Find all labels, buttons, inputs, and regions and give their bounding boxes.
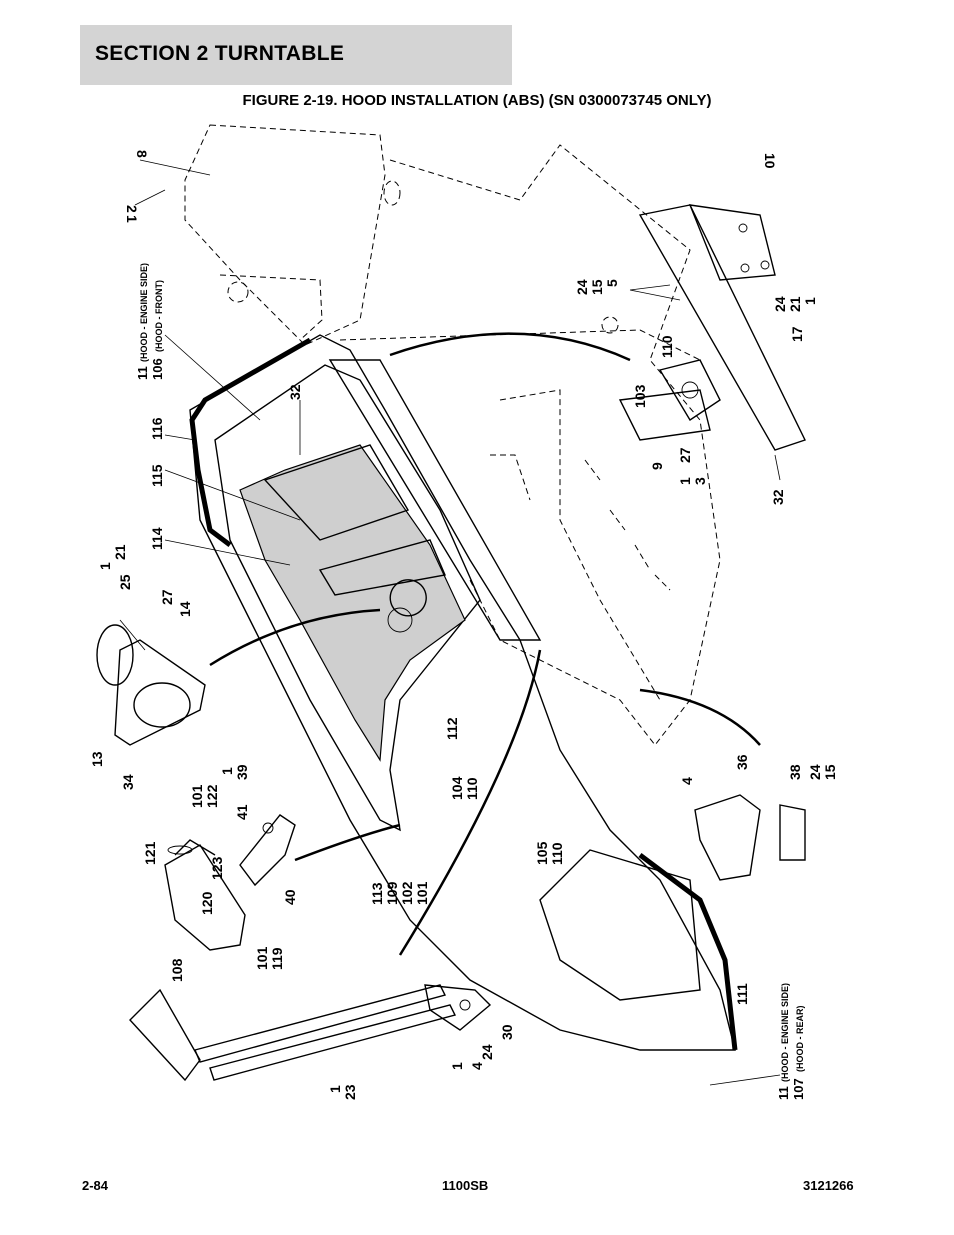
- latch-assembly: [164, 814, 296, 951]
- callout-21: 21: [112, 544, 128, 560]
- callout-111: 111: [734, 983, 750, 1005]
- callout-101: 101: [254, 946, 270, 970]
- callout-8: 8: [134, 150, 150, 158]
- callout-34: 34: [120, 774, 136, 790]
- hood-body: [189, 334, 738, 1051]
- callout-1: 1: [124, 215, 140, 223]
- callout-11-rear: 11: [776, 1086, 791, 1100]
- callout-10: 10: [762, 153, 778, 169]
- section-header: SECTION 2 TURNTABLE: [80, 25, 512, 85]
- callout-106-note: (HOOD - FRONT): [154, 280, 164, 352]
- callout-17: 17: [789, 326, 805, 342]
- motion-arrows: [209, 332, 761, 956]
- callout-106: 106: [150, 358, 165, 380]
- callout-110: 110: [659, 335, 675, 358]
- callout-21: 21: [787, 296, 803, 312]
- turntable-frame: [184, 124, 721, 746]
- callout-24: 24: [807, 764, 823, 780]
- callout-113: 113: [369, 882, 385, 905]
- footer-model: 1100SB: [442, 1178, 489, 1193]
- gas-struts: [129, 984, 492, 1082]
- callout-119: 119: [269, 947, 285, 970]
- callout-104: 104: [449, 776, 465, 800]
- footer-page-number: 2-84: [82, 1178, 109, 1193]
- callout-121: 121: [142, 841, 158, 865]
- callout-107: 107: [791, 1078, 806, 1100]
- footer-doc-number: 3121266: [803, 1178, 854, 1193]
- callout-116: 116: [149, 417, 165, 440]
- callout-5: 5: [604, 279, 620, 287]
- callout-107-note: (HOOD - REAR): [795, 1006, 805, 1073]
- callout-9: 9: [649, 462, 665, 470]
- callout-1: 1: [327, 1085, 343, 1093]
- callout-3: 3: [692, 477, 708, 485]
- callout-41: 41: [234, 804, 250, 820]
- callout-101: 101: [189, 784, 205, 808]
- bracket-36: [694, 794, 806, 881]
- callout-109: 109: [384, 881, 400, 905]
- callout-23: 23: [342, 1084, 358, 1100]
- callout-115: 115: [149, 464, 165, 487]
- callout-2: 2: [124, 205, 140, 213]
- callout-101: 101: [414, 881, 430, 905]
- callout-24: 24: [574, 279, 590, 295]
- callout-1: 1: [219, 767, 235, 775]
- callout-120: 120: [199, 891, 215, 915]
- callout-14: 14: [177, 601, 193, 617]
- callout-32: 32: [770, 489, 786, 505]
- callout-labels: 8 1 2 11 (HOOD - ENGINE SIDE) 106 (HOOD …: [89, 150, 838, 1100]
- callout-1: 1: [449, 1062, 465, 1070]
- callout-11-front-note: (HOOD - ENGINE SIDE): [139, 263, 149, 362]
- callout-27: 27: [159, 589, 175, 605]
- exhaust-flange: [96, 624, 206, 746]
- callout-36: 36: [734, 754, 750, 770]
- callout-15: 15: [822, 764, 838, 780]
- leader-lines: [119, 159, 781, 1086]
- callout-25: 25: [117, 574, 133, 590]
- callout-11-rear-note: (HOOD - ENGINE SIDE): [780, 983, 790, 1082]
- callout-108: 108: [169, 958, 185, 982]
- callout-123: 123: [209, 856, 225, 880]
- callout-105: 105: [534, 841, 550, 865]
- callout-122: 122: [204, 784, 220, 808]
- callout-38: 38: [787, 764, 803, 780]
- callout-102: 102: [399, 881, 415, 905]
- callout-112: 112: [444, 717, 460, 740]
- callout-114: 114: [149, 527, 165, 550]
- callout-103: 103: [632, 384, 648, 408]
- callout-13: 13: [89, 751, 105, 767]
- callout-30: 30: [499, 1024, 515, 1040]
- section-title: SECTION 2 TURNTABLE: [95, 42, 345, 65]
- callout-1: 1: [802, 297, 818, 305]
- callout-40: 40: [282, 889, 298, 905]
- callout-110: 110: [464, 777, 480, 800]
- callout-24: 24: [772, 296, 788, 312]
- callout-27: 27: [677, 447, 693, 463]
- callout-24: 24: [479, 1044, 495, 1060]
- callout-39: 39: [234, 764, 250, 780]
- callout-4: 4: [469, 1062, 485, 1070]
- callout-1: 1: [677, 477, 693, 485]
- figure-title: FIGURE 2-19. HOOD INSTALLATION (ABS) (SN…: [242, 92, 712, 109]
- callout-1: 1: [97, 562, 113, 570]
- callout-4: 4: [679, 777, 695, 785]
- callout-32: 32: [287, 384, 303, 400]
- hinge-mount: [618, 204, 806, 451]
- callout-11-front: 11: [135, 366, 150, 380]
- callout-110: 110: [549, 842, 565, 865]
- callout-15: 15: [589, 279, 605, 295]
